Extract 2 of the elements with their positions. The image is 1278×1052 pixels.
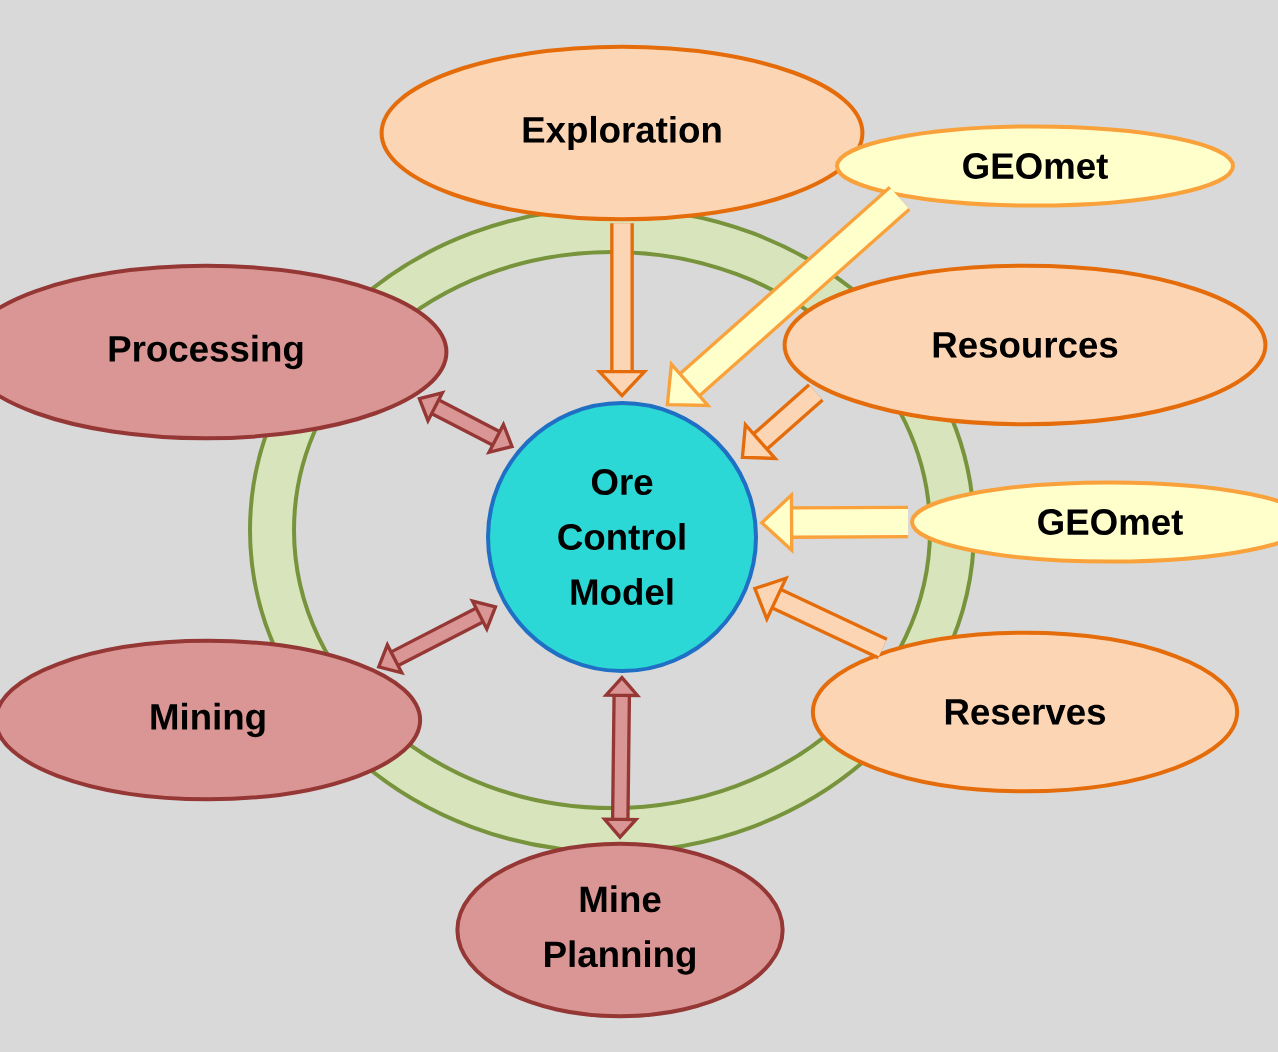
block-arrow [665, 186, 911, 408]
block-arrow [740, 383, 824, 461]
